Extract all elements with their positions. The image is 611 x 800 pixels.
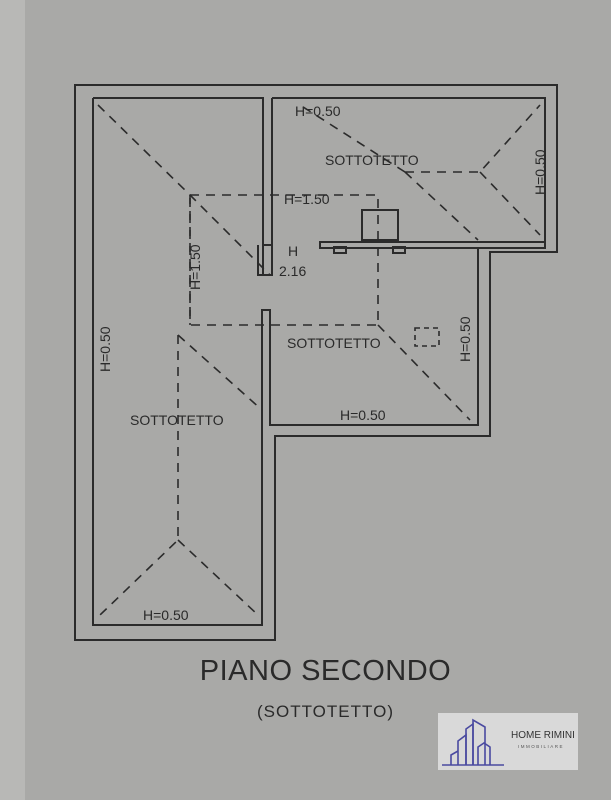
- label-center-h: H: [288, 243, 298, 259]
- label-lower-side: H=0.50: [457, 316, 473, 362]
- roof-lines: [97, 104, 541, 616]
- label-left-side: H=0.50: [97, 326, 113, 372]
- label-top-right-room: SOTTOTETTO: [325, 152, 419, 168]
- label-left-bottom: H=0.50: [143, 607, 189, 623]
- walls: [74, 84, 558, 641]
- agency-logo: HOME RIMINI IMMOBILIARE: [438, 713, 578, 770]
- label-left-room: SOTTOTETTO: [130, 412, 224, 428]
- plan-title: PIANO SECONDO: [199, 655, 452, 687]
- label-top-height: H=0.50: [295, 103, 341, 119]
- label-lower-right-room: SOTTOTETTO: [287, 335, 381, 351]
- plan-subtitle: (SOTTOTETTO): [257, 702, 394, 721]
- label-center-value: 2.16: [279, 263, 306, 279]
- labels: H=0.50 SOTTOTETTO H=1.50 H=0.50 H=1.50 H…: [97, 103, 548, 623]
- buildings-icon: [442, 718, 504, 766]
- logo-tagline: IMMOBILIARE: [518, 744, 565, 749]
- logo-name: HOME RIMINI: [511, 730, 575, 741]
- label-lower-bottom: H=0.50: [340, 407, 386, 423]
- label-top-ridge: H=1.50: [284, 191, 330, 207]
- label-top-right-side: H=0.50: [532, 149, 548, 195]
- label-left-ridge: H=1.50: [187, 244, 203, 290]
